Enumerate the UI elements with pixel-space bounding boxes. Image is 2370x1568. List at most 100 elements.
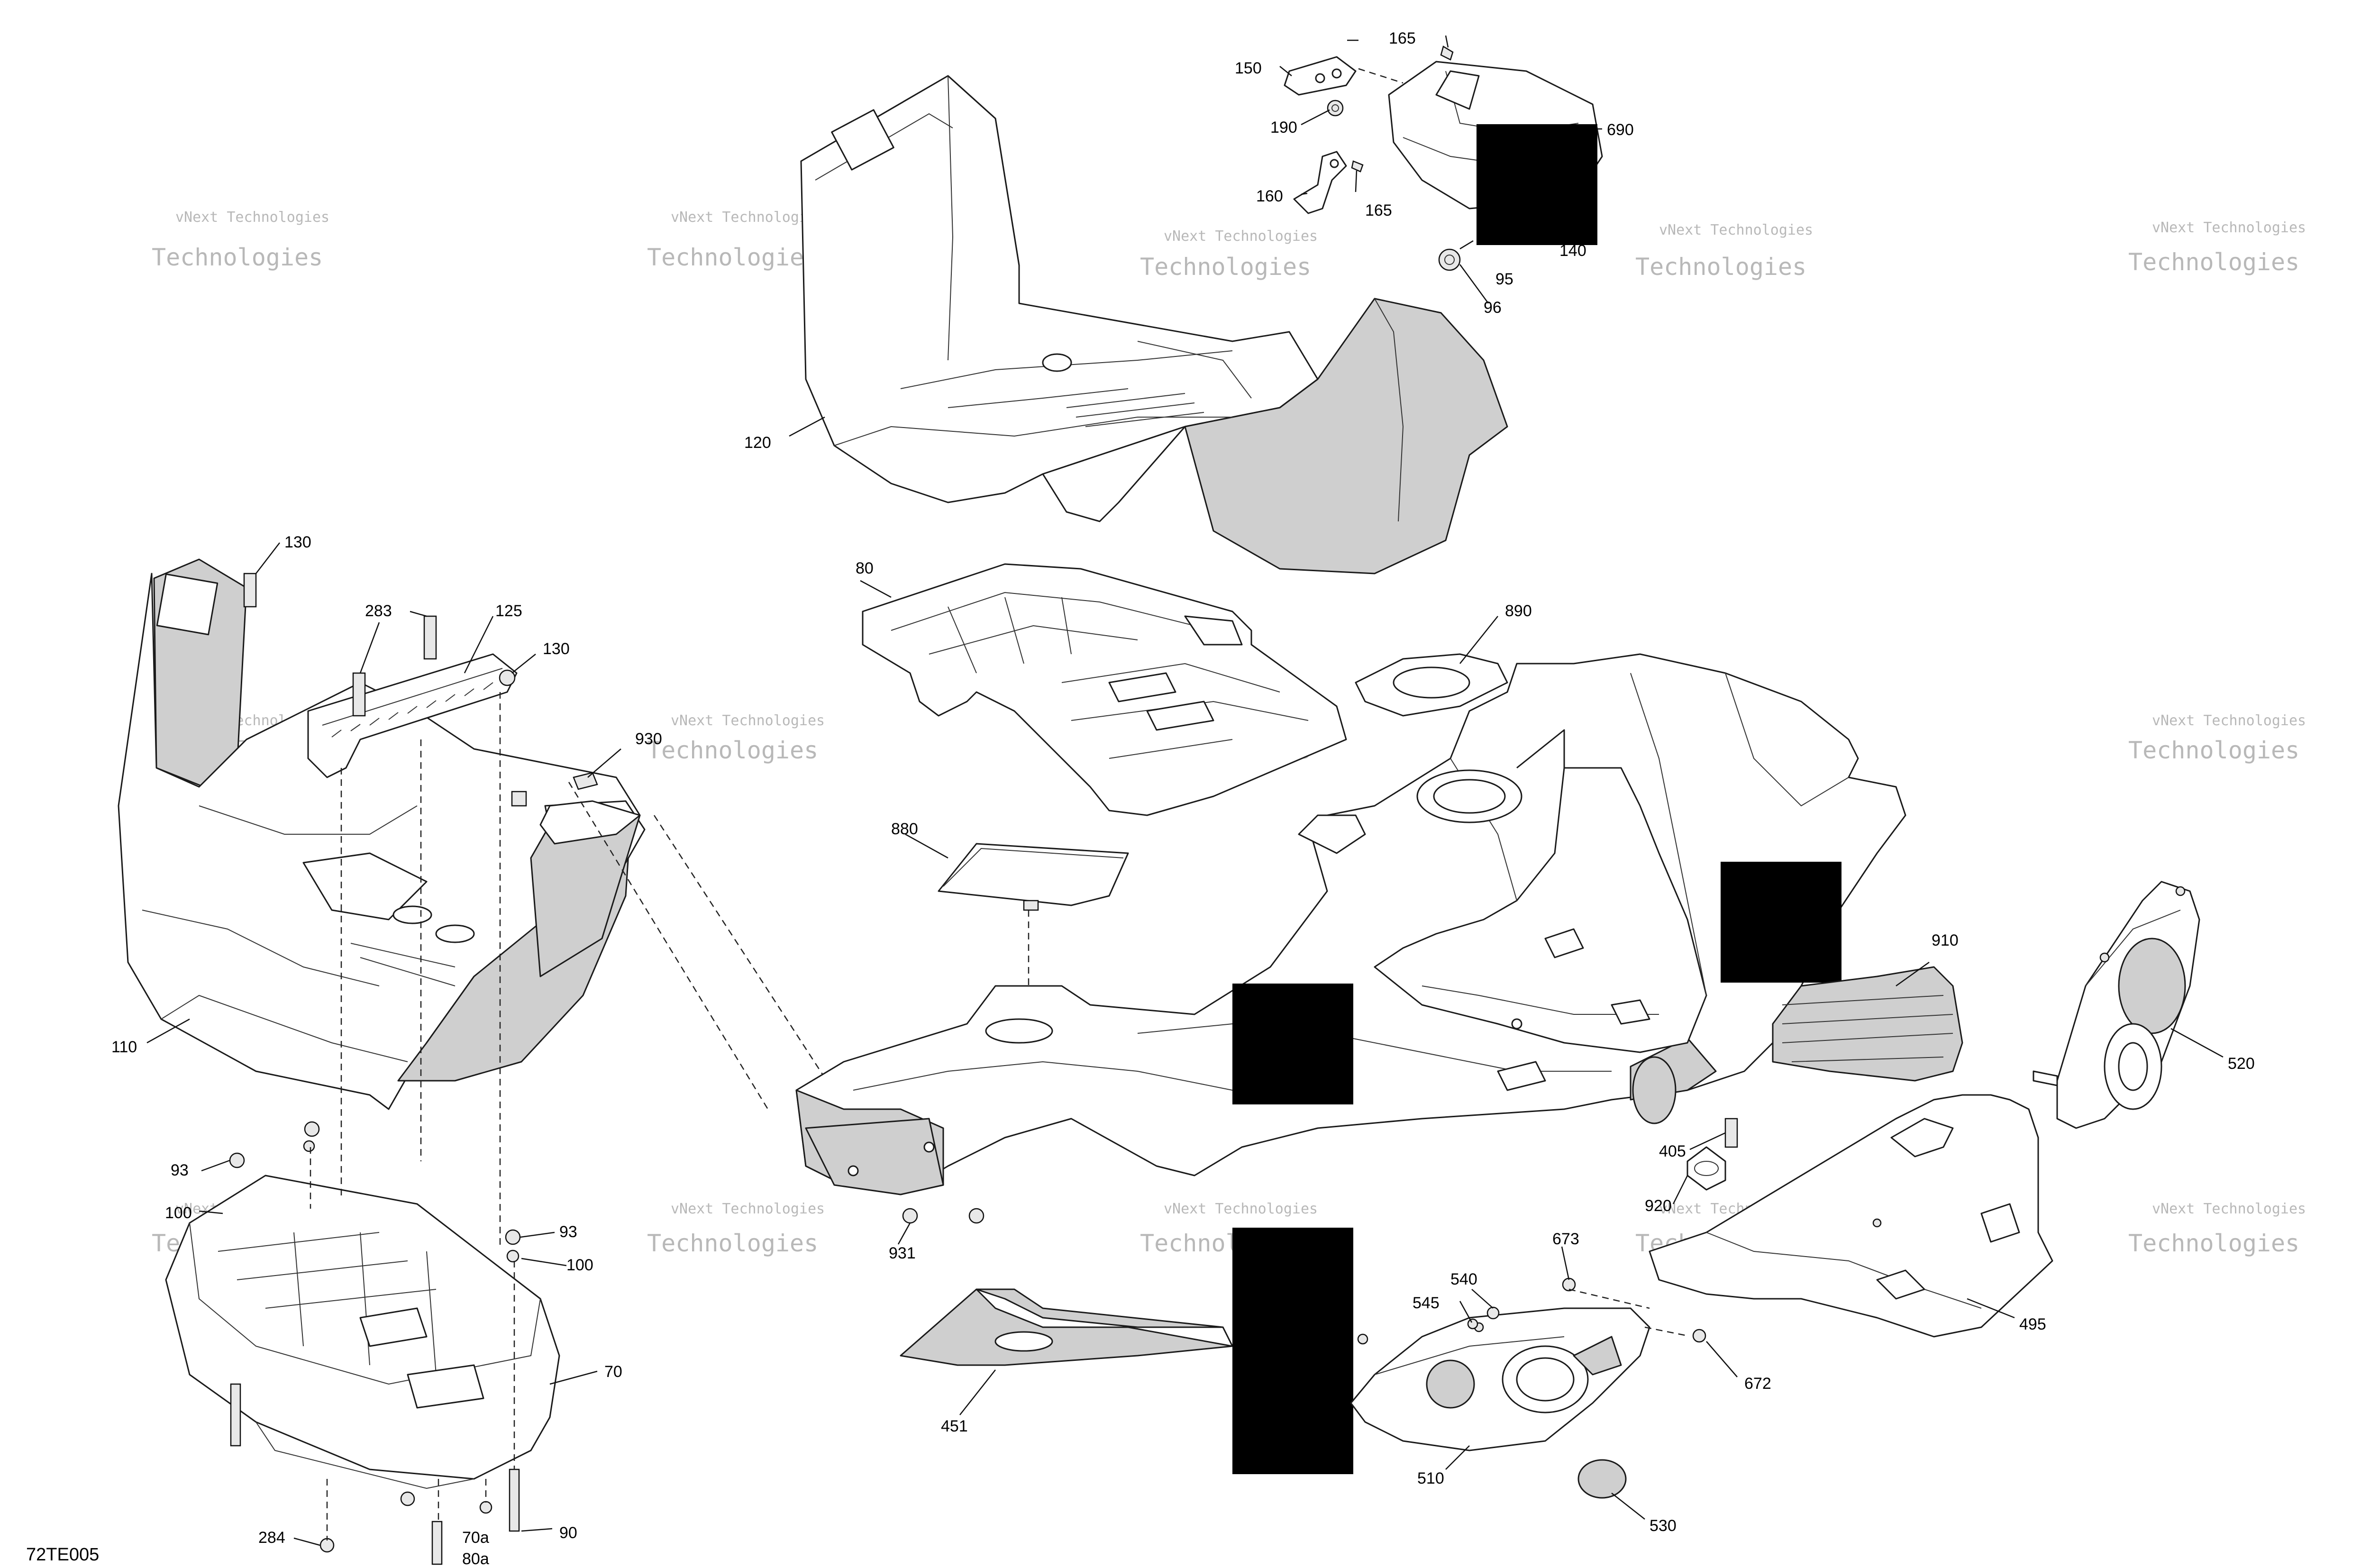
fastener-283-bolts [352, 615, 437, 717]
callout-672: 672 [1744, 1375, 1771, 1393]
svg-text:Technologies: Technologies [152, 244, 323, 271]
svg-text:vNext Technologies: vNext Technologies [1164, 228, 1318, 245]
callout-510: 510 [1417, 1469, 1444, 1487]
callout-890: 890 [1505, 602, 1532, 620]
callout-125: 125 [495, 602, 522, 620]
callout-100-left: 100 [165, 1204, 192, 1222]
callout-70a: 70a [462, 1529, 489, 1547]
callout-451: 451 [941, 1417, 968, 1435]
part-150-bracket [1284, 56, 1357, 96]
callout-690: 690 [1607, 121, 1634, 139]
svg-text:vNext Technologies: vNext Technologies [175, 209, 329, 226]
redacted-block-4 [1232, 1228, 1353, 1474]
callout-405: 405 [1659, 1142, 1686, 1160]
redacted-block-3 [1721, 862, 1841, 983]
fastener-405-screw [1724, 1118, 1738, 1148]
watermark-r3c5: vNext Technologies Technologies [2128, 1201, 2306, 1257]
part-910-mat [1772, 966, 1963, 1082]
svg-text:vNext Technologies: vNext Technologies [2152, 219, 2306, 236]
callout-150: 150 [1235, 59, 1262, 77]
watermark-r1c5: vNext Technologies Technologies [2128, 219, 2306, 276]
drawing-code: 72TE005 [26, 1545, 99, 1565]
callout-130-right: 130 [543, 640, 570, 658]
redacted-block-2 [1232, 984, 1353, 1104]
dashed-guide-510 [1568, 1288, 1688, 1337]
svg-text:Technologies: Technologies [1140, 253, 1311, 281]
fastener-165-screw-a [1440, 46, 1454, 61]
svg-text:vNext Technologies: vNext Technologies [2152, 712, 2306, 729]
callout-80: 80 [856, 559, 874, 577]
part-80-storage-frame [862, 563, 1347, 816]
svg-text:vNext Technologies: vNext Technologies [1659, 222, 1813, 238]
callout-930: 930 [635, 730, 662, 748]
callout-110: 110 [111, 1038, 137, 1056]
svg-text:Technologies: Technologies [2128, 737, 2299, 764]
callout-165-top: 165 [1389, 29, 1416, 47]
fastener-931-nuts [902, 1208, 984, 1224]
part-930-side-panel [511, 772, 641, 977]
part-70-storage-box [165, 1175, 560, 1489]
callout-130-left: 130 [284, 533, 311, 551]
watermark-r3c2: vNext Technologies Technologies [647, 1201, 825, 1257]
svg-text:vNext Technologies: vNext Technologies [1164, 1201, 1318, 1217]
callout-93-left: 93 [171, 1161, 189, 1179]
svg-text:Technologies: Technologies [647, 1230, 818, 1257]
fasteners-lower-box [229, 1121, 521, 1565]
callout-530: 530 [1650, 1517, 1677, 1535]
callout-880: 880 [891, 820, 918, 838]
svg-text:Technologies: Technologies [647, 737, 818, 764]
redacted-block-1 [1477, 124, 1597, 245]
part-495-rear-panel [1649, 1094, 2053, 1338]
callout-100-right: 100 [566, 1256, 593, 1274]
watermark-r2c5: vNext Technologies Technologies [2128, 712, 2306, 764]
watermark-r1c1: vNext Technologies Technologies [152, 209, 329, 271]
callout-96: 96 [1484, 299, 1502, 317]
callout-160: 160 [1256, 187, 1283, 205]
svg-text:Technologies: Technologies [647, 244, 818, 271]
svg-text:vNext Technologies: vNext Technologies [671, 209, 825, 226]
callout-284: 284 [258, 1529, 285, 1547]
svg-text:Technologies: Technologies [1635, 253, 1806, 281]
callout-520: 520 [2228, 1055, 2255, 1073]
callout-165-mid: 165 [1365, 201, 1392, 219]
svg-text:vNext Technologies: vNext Technologies [671, 1201, 825, 1217]
fastener-130-screws [243, 573, 516, 686]
svg-text:Technologies: Technologies [2128, 248, 2299, 276]
callout-920: 920 [1645, 1197, 1672, 1215]
watermark-r1c3: vNext Technologies Technologies [1140, 228, 1318, 281]
fastener-96-nut [1438, 248, 1461, 271]
part-510-light-housing [1350, 1307, 1650, 1451]
part-520-light-housing [2033, 881, 2200, 1129]
callout-931: 931 [889, 1244, 916, 1262]
callout-545: 545 [1413, 1294, 1440, 1312]
callout-283: 283 [365, 602, 392, 620]
part-120-rear-body [800, 75, 1508, 574]
part-920-grommet [1686, 1146, 1726, 1191]
callout-93-right: 93 [559, 1223, 577, 1241]
svg-text:vNext Technologies: vNext Technologies [671, 712, 825, 729]
part-main-body-shell [795, 653, 1906, 1195]
watermark-r1c4: vNext Technologies Technologies [1635, 222, 1813, 281]
callout-120: 120 [744, 434, 771, 452]
watermark-r1c2: vNext Technologies Technologies [647, 209, 825, 271]
callout-labels: 165 150 690 190 160 165 140 95 96 120 13… [111, 29, 2255, 1568]
callout-673: 673 [1552, 1230, 1579, 1248]
callout-540: 540 [1450, 1270, 1477, 1288]
part-160-bracket [1293, 151, 1347, 214]
callout-140: 140 [1559, 242, 1586, 260]
part-451-trim [900, 1288, 1233, 1366]
svg-text:Technologies: Technologies [2128, 1230, 2299, 1257]
part-890-gasket [1355, 653, 1508, 717]
callout-90: 90 [559, 1524, 577, 1542]
callout-910: 910 [1932, 931, 1959, 949]
fasteners-510 [1357, 1277, 1706, 1345]
fastener-190-nut [1327, 100, 1344, 117]
callout-70: 70 [604, 1363, 622, 1381]
callout-95: 95 [1495, 270, 1513, 288]
callout-190: 190 [1270, 119, 1297, 137]
part-125-rack-bracket [307, 653, 518, 778]
svg-text:vNext Technologies: vNext Technologies [2152, 1201, 2306, 1217]
part-530-lens [1577, 1459, 1627, 1499]
leader-lines [146, 416, 2224, 1546]
